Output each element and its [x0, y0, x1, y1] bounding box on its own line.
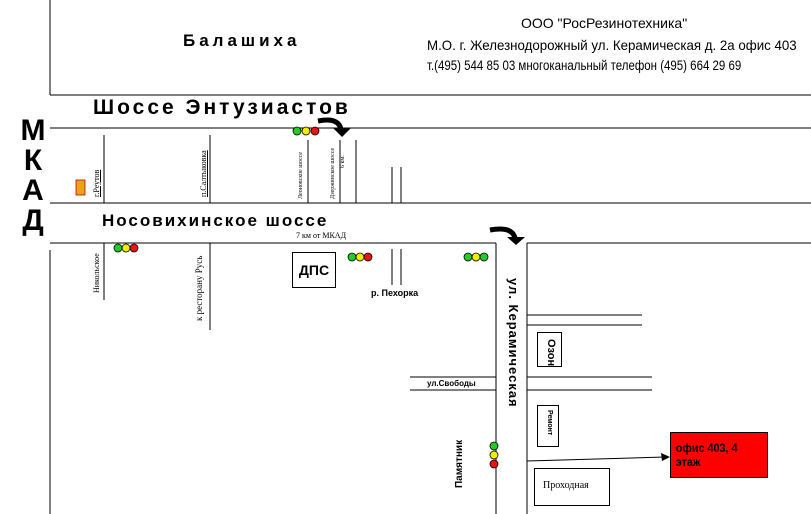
company-name: ООО "РосРезинотехника" [521, 15, 688, 31]
km-marker-label: 7 км от МКАД [296, 231, 347, 240]
traffic-light-icon [489, 441, 499, 469]
office-pointer-arrowhead [661, 453, 670, 461]
police-post-box: ДПС [292, 252, 336, 288]
mkad-letter: А [22, 174, 44, 207]
mkad-label: М К А Д [18, 116, 48, 236]
building-remont: Ремонт [537, 405, 559, 447]
traffic-light-icon [113, 243, 139, 253]
mkad-letter: К [23, 144, 43, 177]
curved-arrow-icon-head [507, 237, 525, 245]
building-ozon-label: Озон [545, 339, 557, 367]
company-address: М.О. г. Железнодорожный ул. Керамическая… [427, 37, 797, 53]
building-ozon: Озон [537, 332, 562, 367]
mcdonalds-icon [75, 179, 86, 196]
office-pointer-line [526, 456, 666, 462]
police-post-label: ДПС [298, 262, 330, 278]
road-v1-label: Леоновское шоссе [298, 151, 304, 199]
road-v2b-label: 6 км. [340, 155, 346, 168]
office-box: офис 403, 4 этаж [670, 432, 768, 478]
checkpoint-box: Проходная [534, 468, 610, 506]
river-label: р. Пехорка [371, 288, 419, 298]
saltykovka-label: п.Салтыковка [199, 150, 208, 197]
curved-arrow-icon [317, 117, 344, 130]
company-phones: т.(495) 544 85 03 многоканальный телефон… [427, 57, 742, 73]
reutov-label: г.Реутов [92, 169, 101, 197]
nikolskoe-label: Никольское [92, 253, 101, 293]
mkad-letter: Д [22, 204, 44, 237]
rus-label: к ресторану Русь [194, 255, 204, 321]
highway-mid-label: Носовихинское шоссе [102, 211, 329, 230]
mkad-letter: М [20, 114, 46, 147]
curved-arrow-icon [489, 226, 518, 239]
keramicheskaya-label: ул. Керамическая [506, 278, 521, 408]
city-label: Балашиха [183, 31, 301, 50]
svobody-label: ул.Свободы [427, 379, 476, 388]
checkpoint-label: Проходная [543, 480, 589, 491]
traffic-light-icon [463, 252, 489, 262]
highway-top-label: Шоссе Энтузиастов [93, 96, 351, 119]
building-remont-label: Ремонт [546, 410, 553, 436]
office-label: офис 403, 4 этаж [675, 441, 738, 469]
monument-label: Памятник [454, 439, 465, 488]
traffic-light-icon [292, 126, 320, 136]
traffic-light-icon [347, 252, 373, 262]
road-v2-label: Дзержинское шоссе [330, 147, 336, 199]
curved-arrow-icon-head [333, 128, 351, 137]
